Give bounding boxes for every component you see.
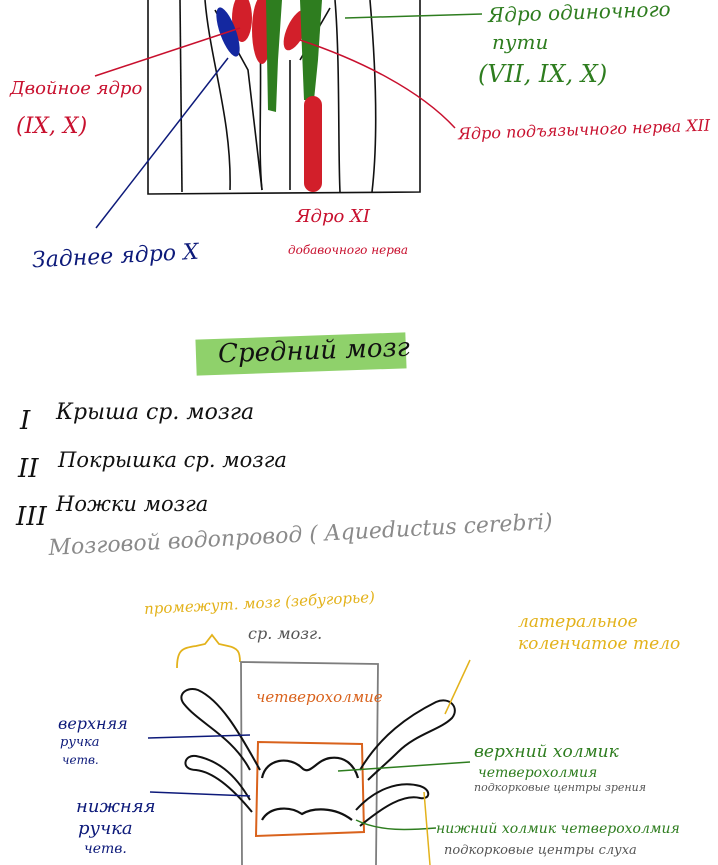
label-lower-arm-2: ручка — [78, 818, 133, 839]
midbrain-box — [240, 661, 379, 865]
green-tract-right — [300, 0, 322, 100]
red-nucleus-upper — [232, 0, 252, 42]
label-solitary-nerves: (VII, IX, X) — [478, 60, 608, 88]
left-lower-arm — [184, 754, 253, 813]
label-accessory-nucleus: Ядро XI — [296, 206, 370, 227]
label-upper-arm-3: четв. — [62, 753, 99, 767]
quadrigemina-box — [254, 740, 366, 838]
left-upper-arm — [180, 688, 261, 771]
label-solitary-nucleus-1: Ядро одиночного — [487, 0, 672, 28]
midbrain-diagram — [147, 633, 471, 865]
accessory-nucleus — [304, 96, 322, 192]
list-item-2: Покрышка ср. мозга — [58, 448, 287, 472]
green-tract-left — [266, 0, 282, 112]
label-upper-arm-1: верхняя — [58, 714, 128, 733]
diencephalon-brace — [176, 633, 241, 669]
label-lateral-geniculate-1: латеральное — [518, 612, 638, 632]
list-numeral-1: I — [20, 406, 31, 436]
section-title: Средний мозг — [217, 332, 411, 370]
label-solitary-nucleus-2: пути — [492, 30, 549, 54]
medulla-outline — [147, 0, 421, 195]
list-numeral-2: II — [18, 454, 39, 484]
list-item-3: Ножки мозга — [56, 492, 209, 516]
right-upper-arm — [359, 699, 456, 781]
label-quadrigemina: четверохолмие — [256, 688, 383, 706]
label-superior-colliculus-2: четверохолмия — [478, 765, 598, 781]
label-inferior-colliculus-2: подкорковые центры слуха — [444, 843, 637, 858]
label-superior-colliculus-3: подкорковые центры зрения — [474, 781, 646, 794]
right-lower-arm — [355, 783, 430, 827]
label-lateral-geniculate-2: коленчатое тело — [518, 634, 681, 654]
label-accessory-nerve: добавочного нерва — [288, 243, 409, 257]
nuclei-shapes — [216, 0, 322, 192]
label-dorsal-nucleus: Двойное ядро — [10, 78, 143, 99]
label-dorsal-nerves: (IX, X) — [16, 114, 88, 139]
label-lower-arm-1: нижняя — [76, 796, 156, 817]
superior-colliculi — [260, 756, 360, 779]
inferior-colliculi — [261, 807, 353, 821]
list-numeral-3: III — [16, 502, 47, 532]
label-midbrain: ср. мозг. — [248, 624, 323, 643]
label-inferior-colliculus-1: нижний холмик четверохолмия — [436, 821, 680, 837]
label-superior-colliculus-1: верхний холмик — [474, 742, 619, 762]
label-upper-arm-2: ручка — [60, 735, 100, 750]
pointer-lines-top — [94, 13, 483, 229]
list-item-1: Крыша ср. мозга — [56, 400, 255, 425]
label-lower-arm-3: четв. — [84, 841, 127, 857]
